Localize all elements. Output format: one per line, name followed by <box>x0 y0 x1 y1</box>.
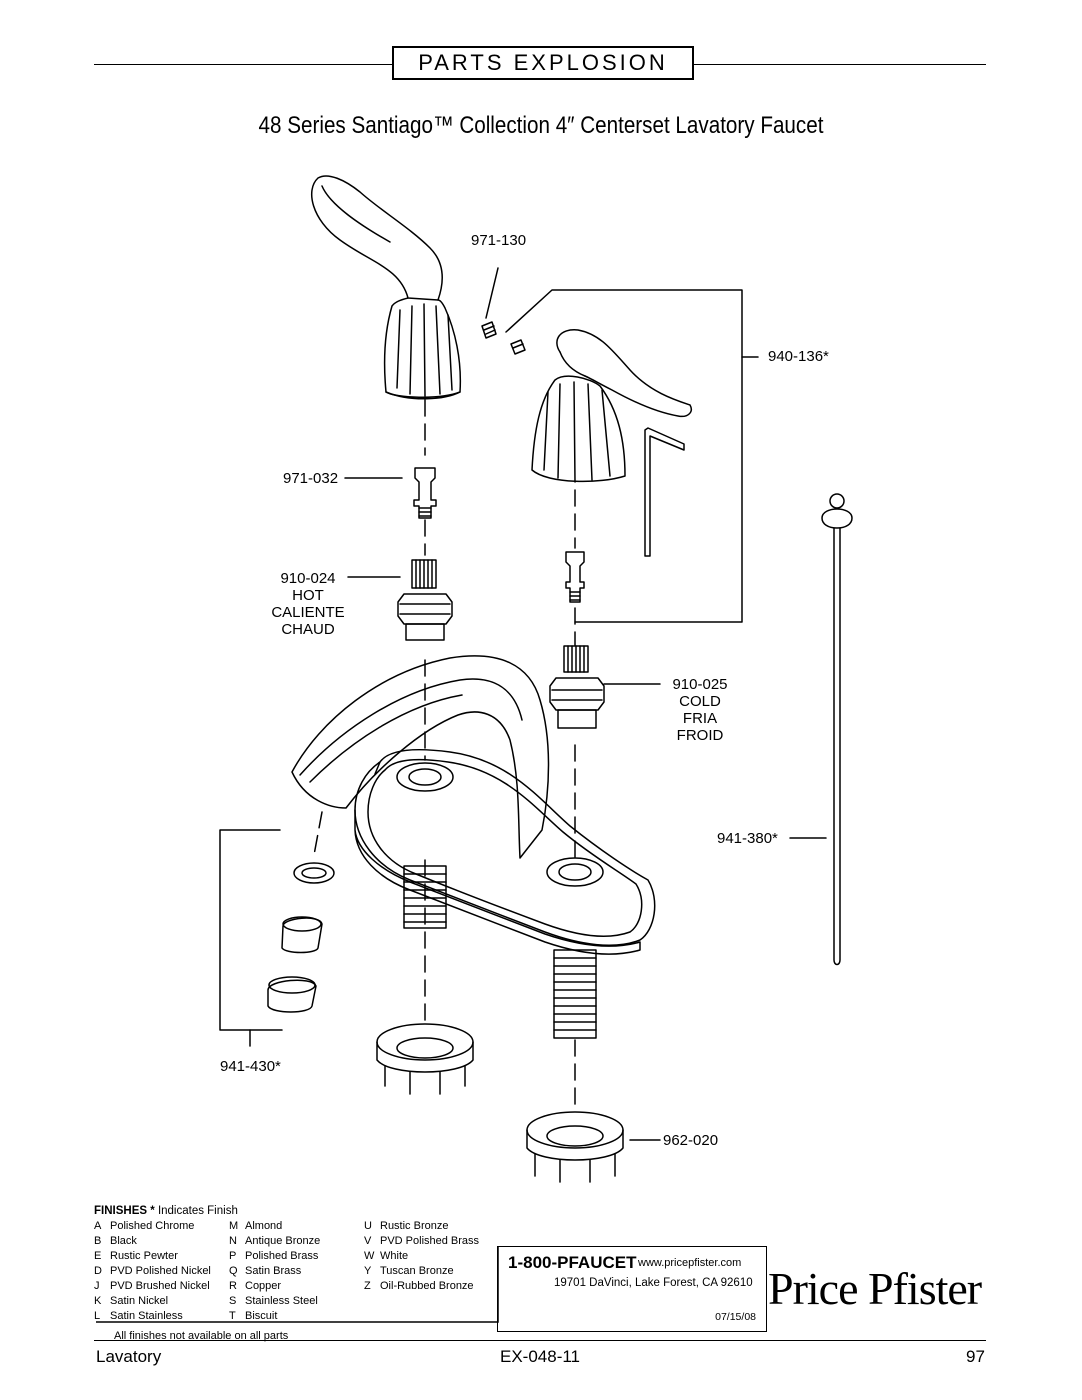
part-label-adapter-stem: 971-032 <box>283 470 339 487</box>
leader-lines <box>344 267 827 1141</box>
aerator-kit-bracket <box>219 829 283 1031</box>
footer-page-number: 97 <box>966 1347 985 1366</box>
finishes-asterisk: * <box>150 1205 155 1217</box>
document-title: 48 Series Santiago™ Collection 4″ Center… <box>258 112 824 139</box>
revision-date: 07/15/08 <box>715 1311 756 1323</box>
footer-category: Lavatory <box>96 1347 162 1366</box>
finishes-title-note: Indicates Finish <box>157 1205 238 1217</box>
brand-logo: Price Pfister <box>768 1263 982 1314</box>
left-handle-drawing <box>310 175 462 400</box>
website: www.pricepfister.com <box>638 1257 742 1269</box>
part-label-mounting-nut: 962-020 <box>663 1132 719 1149</box>
mounting-nuts-drawing <box>376 1023 624 1183</box>
address: 19701 DaVinci, Lake Forest, CA 92610 <box>554 1277 753 1289</box>
finishes-title: FINISHES * Indicates Finish <box>94 1204 238 1219</box>
threaded-shanks <box>403 865 597 1039</box>
hot-cartridge-drawing <box>397 559 453 641</box>
adapter-stems <box>413 467 585 603</box>
cold-cartridge-drawing <box>549 645 605 729</box>
hot-cartridge-number: 910-024 <box>280 570 336 587</box>
section-title: PARTS EXPLOSION <box>418 50 668 75</box>
cold-cartridge-line-2: FRIA <box>682 710 718 727</box>
pop-up-rod-drawing <box>821 493 853 966</box>
hot-cartridge-line-2: CALIENTE <box>271 604 345 621</box>
aerator-parts-drawing <box>267 862 335 1013</box>
finishes-title-text: FINISHES <box>94 1205 148 1217</box>
header-rule-right <box>694 64 986 65</box>
part-label-aerator-kit: 941-430* <box>220 1058 281 1075</box>
phone-number: 1-800-PFAUCET <box>508 1253 637 1272</box>
allen-wrench-drawing <box>644 427 685 557</box>
footer-rule <box>94 1340 986 1341</box>
hot-cartridge-line-3: CHAUD <box>281 621 335 638</box>
part-label-cold-cartridge: 910-025 COLD FRIA FROID <box>660 676 740 744</box>
part-label-handle-kit: 940-136* <box>768 348 829 365</box>
part-label-handle-screw: 971-130 <box>471 232 527 249</box>
header-rule-left <box>94 64 392 65</box>
hot-cartridge-line-1: HOT <box>292 587 324 604</box>
finishes-availability-note: All finishes not available on all parts <box>114 1330 289 1342</box>
cold-cartridge-line-3: FROID <box>676 727 724 744</box>
contact-box: 1-800-PFAUCET www.pricepfister.com 19701… <box>497 1246 767 1332</box>
right-handle-drawing <box>531 329 692 483</box>
set-screws <box>481 321 526 355</box>
part-label-pop-up-rod: 941-380* <box>717 830 778 847</box>
part-label-hot-cartridge: 910-024 HOT CALIENTE CHAUD <box>266 570 350 638</box>
section-title-box: PARTS EXPLOSION <box>392 46 694 80</box>
cold-cartridge-number: 910-025 <box>672 676 728 693</box>
handle-kit-bracket <box>505 289 743 623</box>
cold-cartridge-line-1: COLD <box>679 693 721 710</box>
footer-doc-code: EX-048-11 <box>500 1347 581 1366</box>
